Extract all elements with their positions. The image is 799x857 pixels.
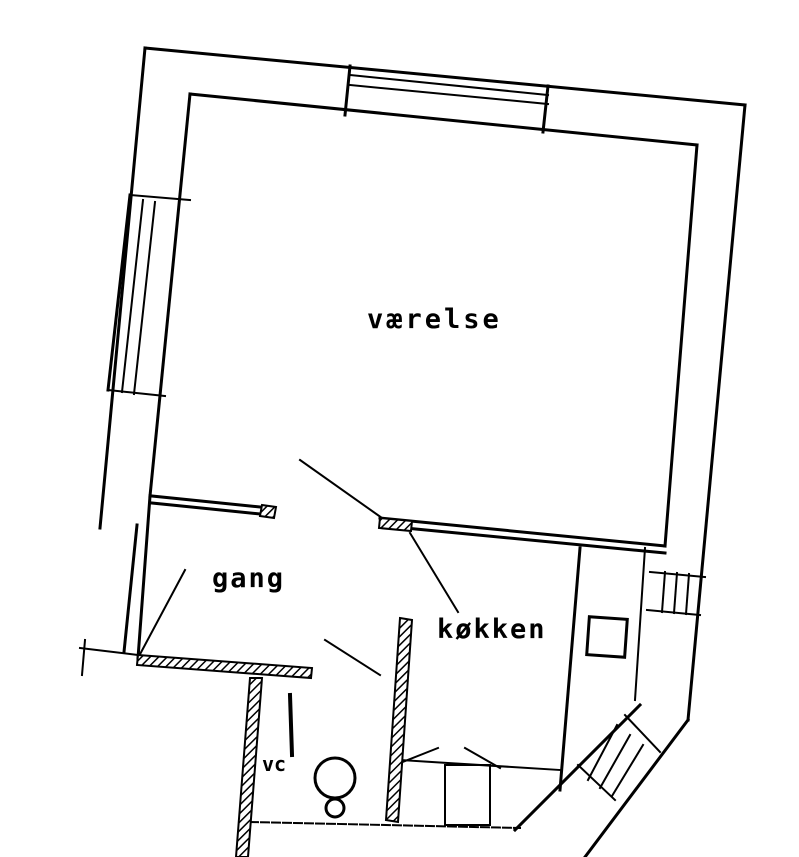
room-label-kokken: køkken [437,614,547,645]
gang-left-wall [136,494,152,660]
room-label-gang: gang [212,563,286,594]
window-top [343,64,550,134]
hatched-wall-wc-left [234,677,264,857]
room-bottom-wall [150,494,272,510]
stairs [576,713,662,802]
outer-wall-left [98,46,147,530]
wc-toilet-tank [324,797,346,819]
outer-wall-right [686,103,747,722]
kitchen-stove [585,615,629,659]
room-label-vaerelse: værelse [367,304,502,335]
inner-wall-left [148,92,192,498]
door-swing [298,458,384,520]
inner-wall-right [663,143,699,548]
hatched-wall-gang [135,653,314,680]
wc-toilet-bowl [313,756,357,800]
hatched-wall-wc-right [384,616,414,824]
kitchen-right-wall [558,546,582,792]
room-label-wc: vc [262,752,287,776]
hatched-wall-stub-2 [377,516,414,533]
hatched-wall-stub-1 [258,503,278,520]
window-left [106,193,192,398]
outer-wall-top [143,46,747,107]
inner-wall-top [188,92,699,147]
diagonal-wall [512,702,643,833]
